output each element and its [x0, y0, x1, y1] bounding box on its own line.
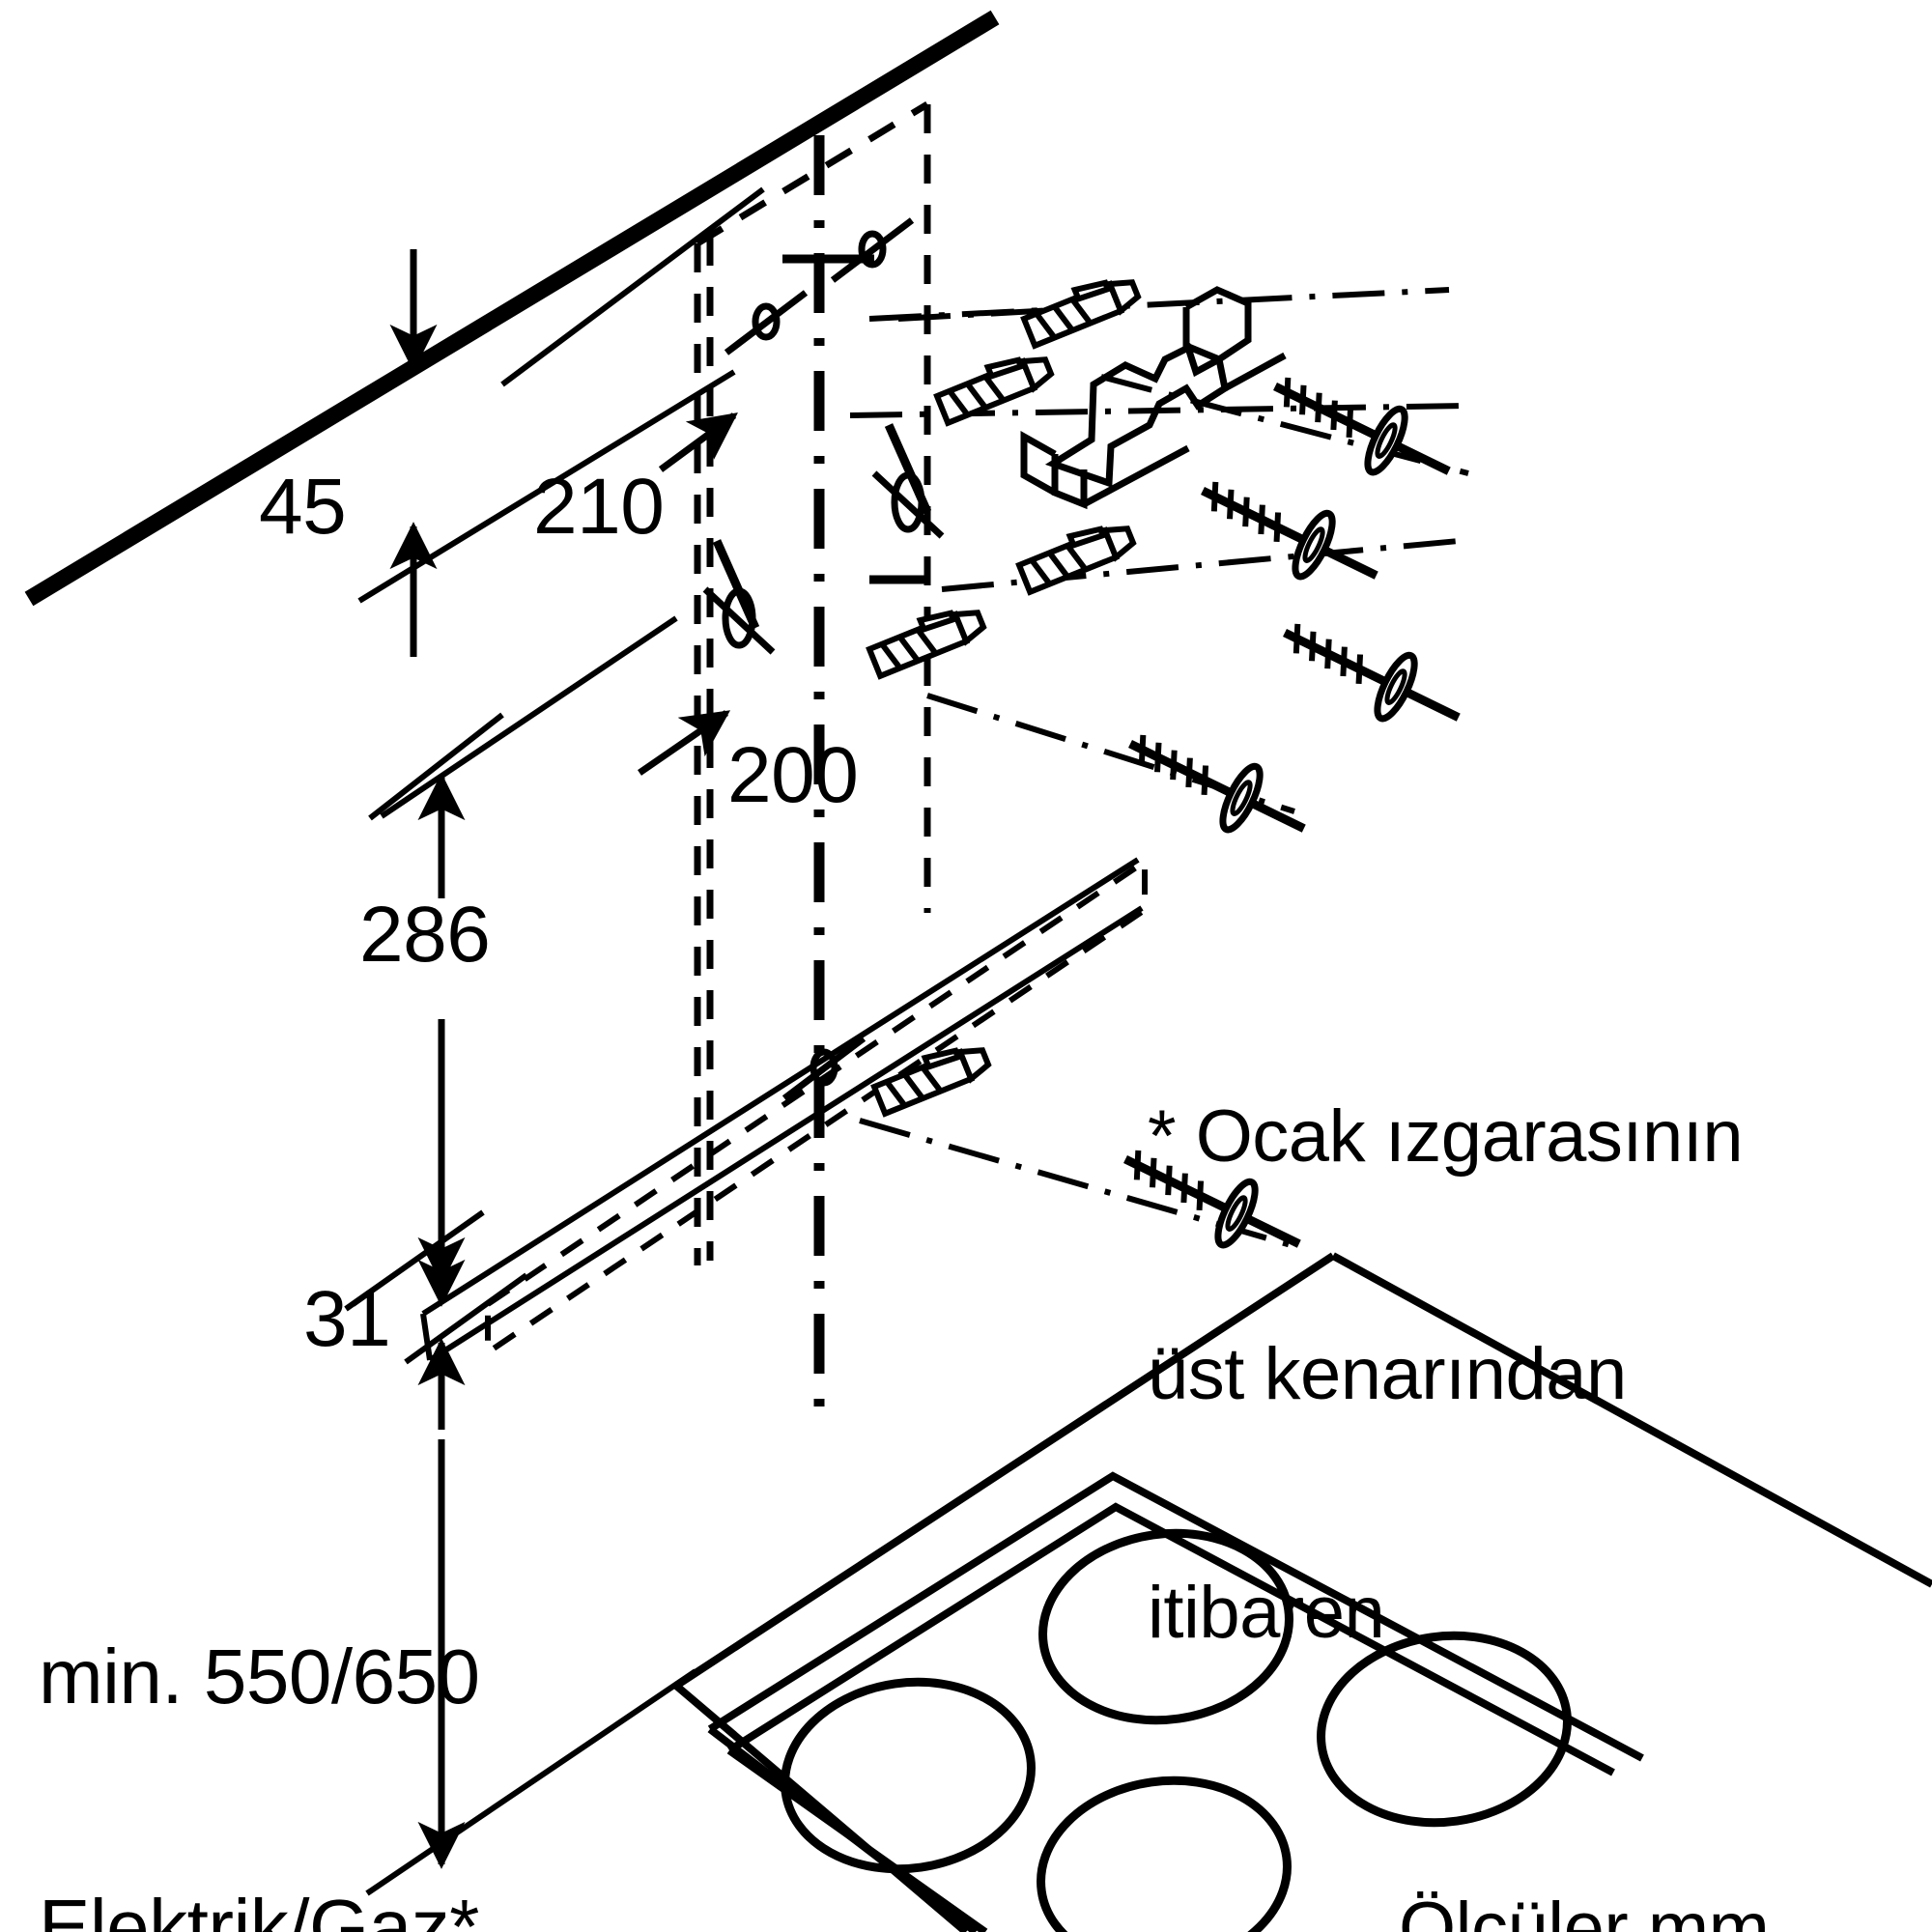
- hob-grate-footnote-line-2: üst kenarından: [1148, 1333, 1627, 1416]
- dimension-286: [344, 712, 504, 1312]
- dimension-label-286: 286: [359, 891, 491, 979]
- dimension-min-clearance: [365, 1439, 697, 1896]
- dimension-210: [500, 186, 765, 472]
- min-clearance-line-1: min. 550/650: [39, 1633, 480, 1719]
- min-clearance-line-2: Elektrik/Gaz*: [39, 1883, 479, 1932]
- wall-mounting-bracket: [1020, 286, 1287, 510]
- dimension-label-210: 210: [533, 463, 665, 551]
- screw-1: [1273, 377, 1451, 476]
- cooktop-hob: [673, 1252, 1932, 1932]
- screw-5: [1123, 1150, 1301, 1249]
- wall-plug-1: [1020, 279, 1142, 350]
- hole-cross-marks: [712, 254, 932, 630]
- wall-plug-4: [866, 610, 987, 680]
- screw-2: [1201, 481, 1378, 581]
- screw-3: [1283, 623, 1461, 723]
- wall-plug-2: [933, 356, 1055, 427]
- dimension-31: [404, 1208, 528, 1430]
- wall-plug-5: [870, 1047, 992, 1118]
- units-note: Ölçüler mm cinsindendir: [1399, 1731, 1785, 1932]
- hob-grate-footnote-line-3: itibaren: [1148, 1571, 1385, 1654]
- mounting-template-plate: [485, 856, 1148, 1358]
- hob-grate-footnote-line-1: * Ocak ızgarasının: [1148, 1095, 1744, 1179]
- dimension-label-31: 31: [303, 1275, 391, 1363]
- hob-grate-footnote: * Ocak ızgarasının üst kenarından itibar…: [1148, 939, 1744, 1811]
- min-clearance-note: min. 550/650 Elektrik/Gaz*: [39, 1468, 480, 1932]
- dimension-45: [357, 249, 736, 657]
- wall-surface: [24, 10, 1000, 607]
- mounting-template-plate-solid-edge: [420, 857, 1144, 1363]
- units-note-line-1: Ölçüler mm: [1399, 1888, 1770, 1932]
- dimension-200: [380, 615, 731, 819]
- wall-plug-3: [1015, 526, 1137, 596]
- dimension-label-45: 45: [259, 463, 347, 551]
- dimension-label-200: 200: [727, 731, 859, 819]
- screw-4: [1128, 734, 1306, 834]
- hob-burners: [781, 1528, 1572, 1932]
